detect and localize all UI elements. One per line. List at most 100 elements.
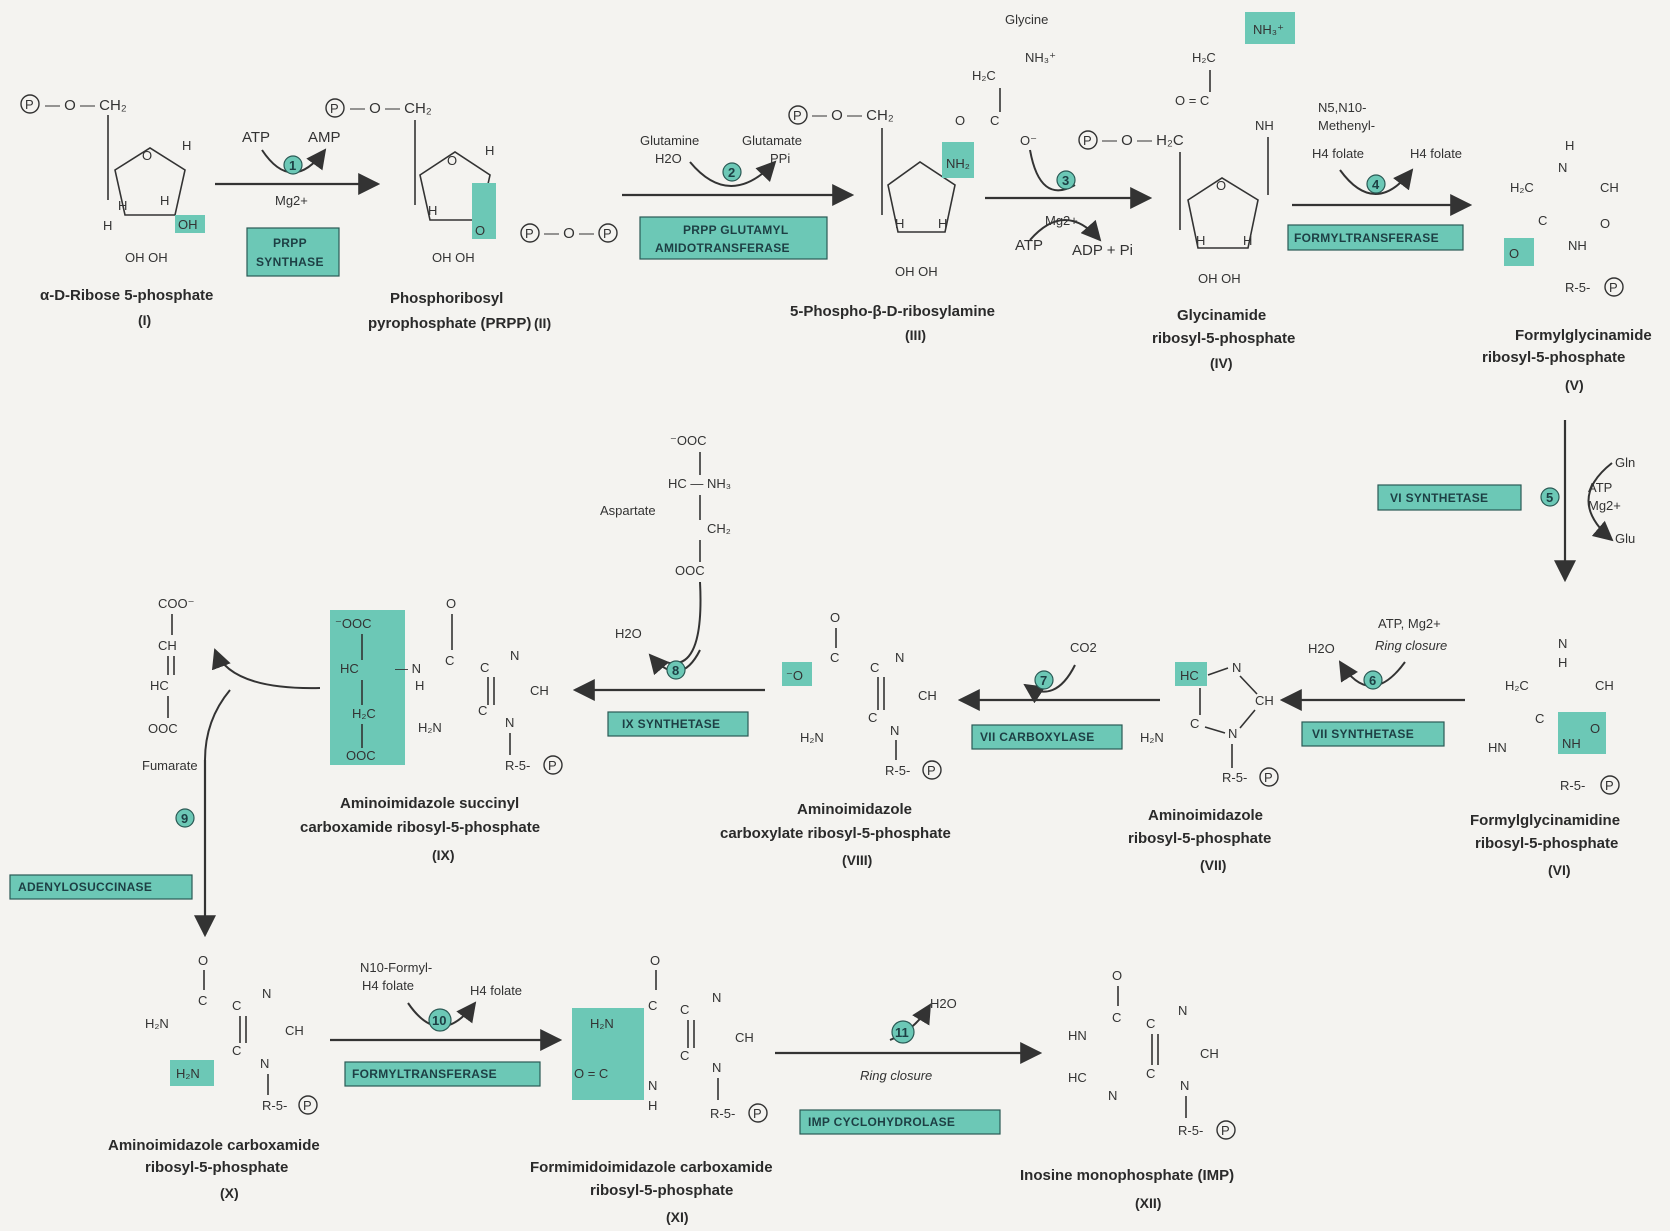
compound-7-name-1: Aminoimidazole xyxy=(1148,807,1263,824)
svg-text:— O — CH₂: — O — CH₂ xyxy=(350,100,432,117)
svg-text:O: O xyxy=(142,148,152,163)
svg-text:C: C xyxy=(478,703,487,718)
svg-text:CH₂: CH₂ xyxy=(707,521,731,536)
step-2-num: 2 xyxy=(728,165,735,180)
compound-7-name-2: ribosyl-5-phosphate xyxy=(1128,830,1271,847)
compound-10-name-1: Aminoimidazole carboxamide xyxy=(108,1137,320,1154)
step-10-in-2: H4 folate xyxy=(362,978,414,993)
svg-text:H₂N: H₂N xyxy=(1140,730,1164,745)
compound-11-name-2: ribosyl-5-phosphate xyxy=(590,1182,733,1199)
step-3-num: 3 xyxy=(1062,173,1069,188)
svg-text:HC: HC xyxy=(340,661,359,676)
svg-text:H₂N: H₂N xyxy=(418,720,442,735)
svg-text:O = C: O = C xyxy=(574,1066,608,1081)
svg-text:CH: CH xyxy=(1200,1046,1219,1061)
svg-text:C: C xyxy=(648,998,657,1013)
step-8-aspartate: Aspartate xyxy=(600,503,656,518)
svg-text:H: H xyxy=(938,216,947,231)
svg-text:R-5-: R-5- xyxy=(1222,770,1247,785)
svg-text:P: P xyxy=(1083,133,1092,148)
svg-text:O: O xyxy=(1216,178,1226,193)
svg-text:R-5-: R-5- xyxy=(1565,280,1590,295)
compound-saicar: ⁻OOC HC H₂C OOC — N H O C C N CH C N H₂N… xyxy=(330,596,562,774)
step-10-reaction: N10-Formyl- H4 folate H4 folate 10 FORMY… xyxy=(330,960,560,1086)
compound-8-name-2: carboxylate ribosyl-5-phosphate xyxy=(720,825,951,842)
svg-text:N: N xyxy=(1180,1078,1189,1093)
compound-8-numeral: (VIII) xyxy=(842,852,872,868)
svg-text:H: H xyxy=(1196,233,1205,248)
svg-text:C: C xyxy=(1190,716,1199,731)
compound-5-numeral: (V) xyxy=(1565,377,1584,393)
svg-text:H: H xyxy=(648,1098,657,1113)
svg-text:HN: HN xyxy=(1488,740,1507,755)
step-11-num: 11 xyxy=(895,1025,909,1040)
compound-9-name-1: Aminoimidazole succinyl xyxy=(340,795,519,812)
svg-text:OH: OH xyxy=(178,217,198,232)
svg-text:CH: CH xyxy=(735,1030,754,1045)
step-3-adp: ADP + Pi xyxy=(1072,242,1133,259)
svg-text:N: N xyxy=(1558,636,1567,651)
compound-11-name-1: Formimidoimidazole carboxamide xyxy=(530,1159,773,1176)
svg-text:C: C xyxy=(990,113,999,128)
svg-text:N: N xyxy=(712,990,721,1005)
compound-faicar: O H₂N O = C C C N CH C N N H R-5- P xyxy=(572,953,767,1122)
step-1-enzyme-line1: PRPP xyxy=(273,236,307,250)
svg-text:R-5-: R-5- xyxy=(262,1098,287,1113)
step-3-glycine: Glycine xyxy=(1005,12,1048,27)
svg-text:O = C: O = C xyxy=(1175,93,1209,108)
svg-text:NH: NH xyxy=(1562,736,1581,751)
step-6-top: ATP, Mg2+ xyxy=(1378,616,1441,631)
svg-text:OOC: OOC xyxy=(346,748,376,763)
step-10-out: H4 folate xyxy=(470,983,522,998)
step-6-num: 6 xyxy=(1369,673,1376,688)
compound-12-numeral: (XII) xyxy=(1135,1195,1161,1211)
svg-text:P: P xyxy=(1264,770,1273,785)
svg-text:H₂N: H₂N xyxy=(590,1016,614,1031)
svg-text:HC: HC xyxy=(150,678,169,693)
step-4-in-2: Methenyl- xyxy=(1318,118,1375,133)
compound-7-numeral: (VII) xyxy=(1200,857,1226,873)
svg-text:P: P xyxy=(793,108,802,123)
svg-text:CH: CH xyxy=(918,688,937,703)
compound-formylglycinamide-ribotide: H N H₂C CH C O NH O R-5- P xyxy=(1504,138,1623,296)
svg-text:OH OH: OH OH xyxy=(895,264,938,279)
svg-text:OH OH: OH OH xyxy=(1198,271,1241,286)
step-4-enzyme: FORMYLTRANSFERASE xyxy=(1294,231,1439,245)
svg-text:P: P xyxy=(330,101,339,116)
step-6-reaction: ATP, Mg2+ Ring closure H2O 6 VII SYNTHET… xyxy=(1282,616,1465,746)
step-5-out: Glu xyxy=(1615,531,1635,546)
svg-text:H₂C: H₂C xyxy=(1510,180,1534,195)
step-1-enzyme-line2: SYNTHASE xyxy=(256,255,324,269)
step-8-out: H2O xyxy=(615,626,642,641)
svg-text:N: N xyxy=(895,650,904,665)
compound-6-name-2: ribosyl-5-phosphate xyxy=(1475,835,1618,852)
svg-text:C: C xyxy=(868,710,877,725)
step-8-num: 8 xyxy=(672,663,679,678)
compound-imp: O HN C C N CH C N HC N R-5- P xyxy=(1068,968,1235,1139)
svg-text:H: H xyxy=(428,203,437,218)
svg-text:⁻OOC: ⁻OOC xyxy=(670,433,706,448)
svg-text:N: N xyxy=(1108,1088,1117,1103)
compound-9-name-2: carboxamide ribosyl-5-phosphate xyxy=(300,819,540,836)
svg-text:P: P xyxy=(25,97,34,112)
step-2-out-1: Glutamate xyxy=(742,133,802,148)
svg-text:C: C xyxy=(1535,711,1544,726)
step-3-mg: Mg2+ xyxy=(1045,213,1078,228)
step-10-enzyme: FORMYLTRANSFERASE xyxy=(352,1067,497,1081)
svg-text:P: P xyxy=(603,226,612,241)
svg-text:— O — CH₂: — O — CH₂ xyxy=(812,107,894,124)
svg-text:NH₃⁺: NH₃⁺ xyxy=(1253,22,1284,37)
step-9-reaction: COO⁻ CH HC OOC Fumarate 9 ADENYLOSUCCINA… xyxy=(10,596,320,935)
step-5-in: Gln xyxy=(1615,455,1635,470)
step-4-in-1: N5,N10- xyxy=(1318,100,1366,115)
svg-text:O: O xyxy=(446,596,456,611)
svg-text:NH₂: NH₂ xyxy=(946,156,970,171)
svg-text:C: C xyxy=(232,998,241,1013)
svg-text:O: O xyxy=(1600,216,1610,231)
compound-6-name-1: Formylglycinamidine xyxy=(1470,812,1620,829)
compound-8-name-1: Aminoimidazole xyxy=(797,801,912,818)
compound-5-name-1: Formylglycinamide xyxy=(1515,327,1652,344)
svg-text:O: O xyxy=(475,223,485,238)
svg-text:P: P xyxy=(525,226,534,241)
svg-text:OOC: OOC xyxy=(675,563,705,578)
